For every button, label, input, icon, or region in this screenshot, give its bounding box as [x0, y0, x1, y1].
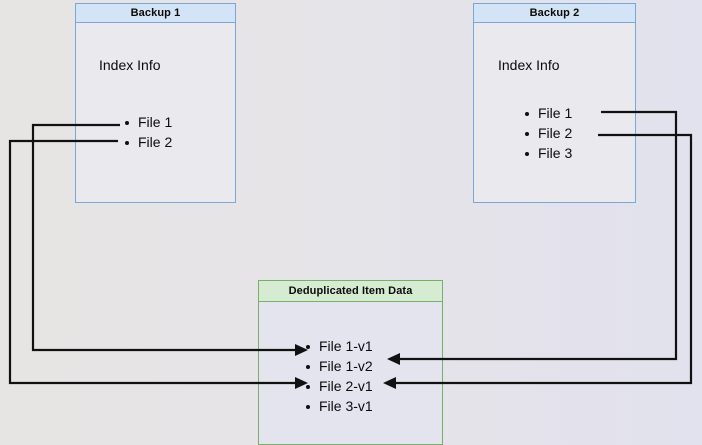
backup-2-file-list: File 1 File 2 File 3 — [525, 103, 572, 163]
deduplicated-item-data-node[interactable]: Deduplicated Item Data File 1-v1 File 1-… — [258, 280, 443, 445]
list-item[interactable]: File 1-v1 — [306, 336, 373, 356]
backup-1-caption: Index Info — [99, 57, 161, 73]
list-item[interactable]: File 1-v2 — [306, 356, 373, 376]
backup-1-node[interactable]: Backup 1 Index Info File 1 File 2 — [75, 3, 236, 203]
list-item[interactable]: File 2 — [125, 132, 172, 152]
backup-2-caption: Index Info — [498, 57, 560, 73]
backup-2-node[interactable]: Backup 2 Index Info File 1 File 2 File 3 — [473, 3, 636, 203]
backup-1-title: Backup 1 — [76, 4, 235, 23]
backup-1-file-list: File 1 File 2 — [125, 112, 172, 152]
list-item[interactable]: File 1 — [525, 103, 572, 123]
list-item[interactable]: File 2 — [525, 123, 572, 143]
dedup-item-list: File 1-v1 File 1-v2 File 2-v1 File 3-v1 — [306, 336, 373, 416]
list-item[interactable]: File 2-v1 — [306, 376, 373, 396]
backup-2-title: Backup 2 — [474, 4, 635, 23]
list-item[interactable]: File 3 — [525, 143, 572, 163]
list-item[interactable]: File 3-v1 — [306, 396, 373, 416]
deduplicated-item-data-title: Deduplicated Item Data — [259, 281, 442, 302]
list-item[interactable]: File 1 — [125, 112, 172, 132]
